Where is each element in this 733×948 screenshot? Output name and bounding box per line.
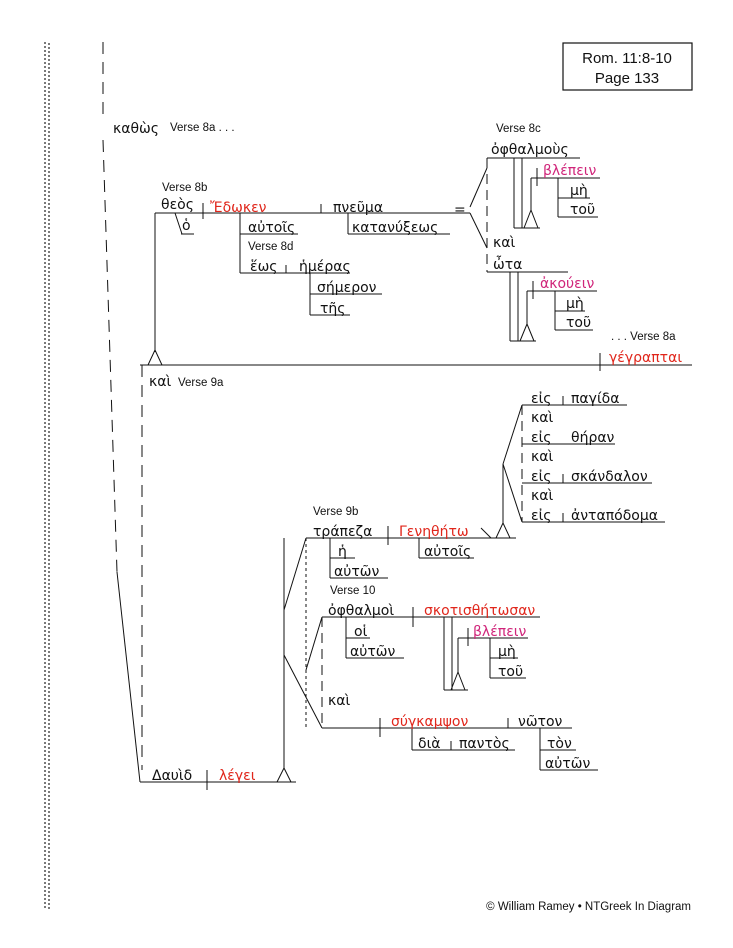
word-katanyxeos: κατανύξεως (352, 220, 438, 236)
word-kai-c2: καὶ (531, 449, 553, 465)
word-blepein-8c: βλέπειν (543, 163, 597, 179)
word-ota: ὦτα (493, 255, 522, 273)
word-hoi: οἱ (354, 624, 368, 640)
word-dauid: Δαυὶδ (152, 768, 192, 784)
reference-line-1: Rom. 11:8-10 (582, 50, 672, 67)
word-eis-3: εἰς (531, 469, 552, 485)
word-he: ἡ (338, 544, 347, 560)
word-pagida: παγίδα (571, 391, 619, 407)
copyright-notice: © William Ramey • NTGreek In Diagram (486, 901, 691, 913)
word-tes: τῆς (320, 301, 346, 317)
word-auton-10b: αὐτῶν (545, 756, 590, 772)
verse-label-8a-end: . . . Verse 8a (611, 331, 676, 343)
word-blepein-10: βλέπειν (473, 624, 527, 640)
word-heos: ἕως (250, 259, 278, 275)
word-me-2: μὴ (566, 296, 584, 312)
word-eis-4: εἰς (531, 508, 552, 524)
verse-label-8b: Verse 8b (162, 182, 207, 194)
reference-box (562, 42, 693, 91)
word-dia: διὰ (418, 736, 441, 752)
word-theos: θεὸς (161, 197, 194, 213)
word-skandalon: σκάνδαλον (571, 469, 648, 485)
word-eis-1: εἰς (531, 391, 552, 407)
word-antapodoma: ἀνταπόδομα (571, 508, 658, 524)
word-tou-1: τοῦ (570, 202, 595, 218)
verse-label-8c: Verse 8c (496, 123, 541, 135)
word-auton-10a: αὐτῶν (350, 644, 395, 660)
word-ton: τὸν (547, 736, 572, 752)
equals-sign: = (454, 202, 466, 218)
word-skotisthetosan: σκοτισθήτωσαν (424, 603, 535, 619)
verse-label-9a: Verse 9a (178, 377, 224, 389)
word-kathos: καθὼς (113, 121, 159, 137)
word-edoken: Ἔδωκεν (210, 200, 267, 216)
word-pneuma: πνεῦμα (333, 200, 383, 216)
verse-label-10: Verse 10 (330, 585, 375, 597)
word-hemeras: ἡμέρας (299, 259, 351, 275)
word-akouein: ἀκούειν (540, 276, 594, 292)
word-semeron: σήμερον (317, 280, 377, 296)
word-me-3: μὴ (498, 644, 516, 660)
word-gegraptai: γέγραπται (609, 350, 682, 366)
word-me-1: μὴ (570, 183, 588, 199)
word-kai-c3: καὶ (531, 488, 553, 504)
word-kai-c1: καὶ (531, 410, 553, 426)
word-genetheto: Γενηθήτω (399, 524, 469, 540)
word-autois-9b: αὐτοῖς (424, 544, 471, 560)
word-synkampson: σύγκαμψον (391, 714, 468, 730)
reference-line-2: Page 133 (595, 70, 659, 87)
word-ophthalmous: ὀφθαλμοὺς (491, 142, 569, 158)
word-theran: θήραν (571, 430, 615, 446)
verse-label-8d: Verse 8d (248, 241, 293, 253)
word-noton: νῶτον (518, 714, 563, 730)
word-tou-2: τοῦ (566, 315, 591, 331)
word-kai-8c: καὶ (493, 235, 515, 251)
word-trapeza: τράπεζα (313, 524, 372, 540)
verse-label-8a: Verse 8a . . . (170, 122, 235, 134)
word-kai-10: καὶ (328, 693, 350, 709)
word-ho: ὁ (182, 218, 191, 234)
word-autois-8b: αὐτοῖς (248, 220, 295, 236)
word-legei: λέγει (219, 768, 256, 784)
word-eis-2: εἰς (531, 430, 552, 446)
verse-label-9b: Verse 9b (313, 506, 358, 518)
word-auton-9b: αὐτῶν (334, 564, 379, 580)
word-kai-9a: καὶ (149, 374, 171, 390)
word-tou-3: τοῦ (498, 664, 523, 680)
word-pantos: παντὸς (459, 736, 510, 752)
word-ophthalmoi: ὀφθαλμοὶ (328, 603, 394, 619)
